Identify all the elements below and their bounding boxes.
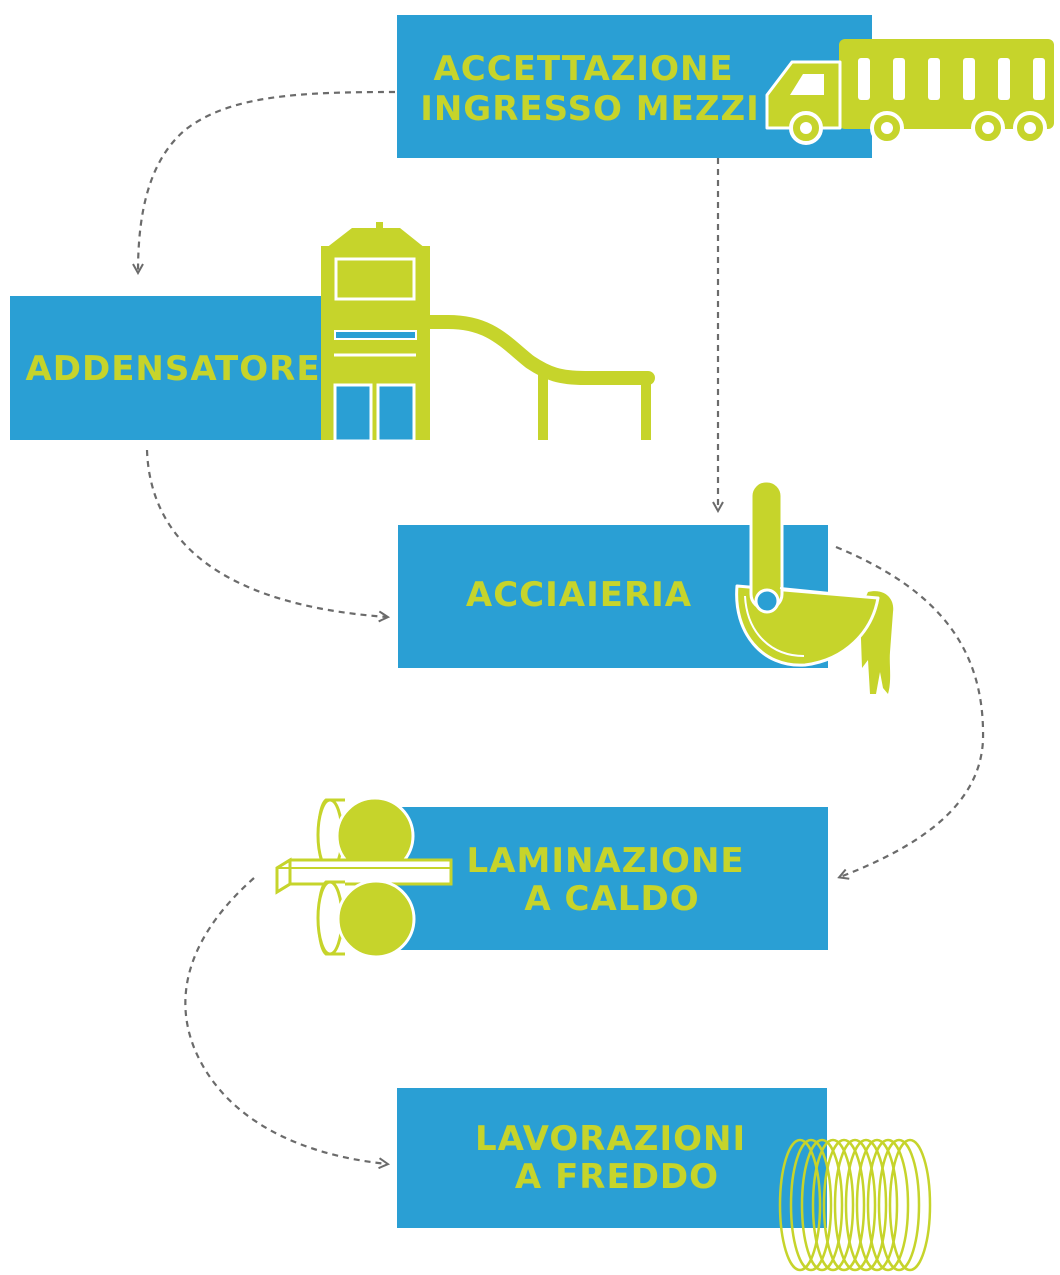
flow-arrow-accettazione-to-addensatore <box>138 90 396 272</box>
rolling-mill-icon <box>275 796 453 959</box>
step-label: ACCETTAZIONE INGRESSO MEZZI <box>420 49 760 129</box>
step-label: LAMINAZIONE A CALDO <box>467 841 758 919</box>
flow-arrow-acciaieria-to-laminazione <box>835 545 985 877</box>
truck-icon <box>765 39 1054 145</box>
step-box <box>397 807 828 950</box>
wire-coil-icon <box>778 1138 932 1272</box>
step-label-line: ACCIAIERIA <box>466 575 692 615</box>
step-label-line: ADDENSATORE <box>25 349 320 389</box>
step-label: ACCIAIERIA <box>466 575 692 615</box>
step-label-line: LAMINAZIONE <box>467 841 745 881</box>
step-box <box>397 1088 827 1228</box>
step-box <box>10 296 322 440</box>
step-label-line: LAVORAZIONI <box>475 1119 746 1159</box>
thickener-plant-icon <box>321 222 655 443</box>
step-lavorazioni: LAVORAZIONI A FREDDO <box>397 1088 827 1228</box>
flow-arrow-laminazione-to-lavorazioni <box>184 877 387 1164</box>
flow-arrow-addensatore-to-acciaieria <box>145 449 387 617</box>
step-label-line: A FREDDO <box>515 1157 719 1197</box>
step-addensatore: ADDENSATORE <box>10 296 322 440</box>
step-label-line: INGRESSO MEZZI <box>420 89 760 129</box>
step-label: ADDENSATORE <box>25 349 320 389</box>
step-laminazione: LAMINAZIONE A CALDO <box>397 807 828 950</box>
flow-arrows <box>138 90 985 1164</box>
step-label-line: ACCETTAZIONE <box>433 49 733 89</box>
step-label-line: A CALDO <box>524 879 699 919</box>
ladle-icon <box>735 479 894 694</box>
step-label: LAVORAZIONI A FREDDO <box>475 1119 759 1197</box>
